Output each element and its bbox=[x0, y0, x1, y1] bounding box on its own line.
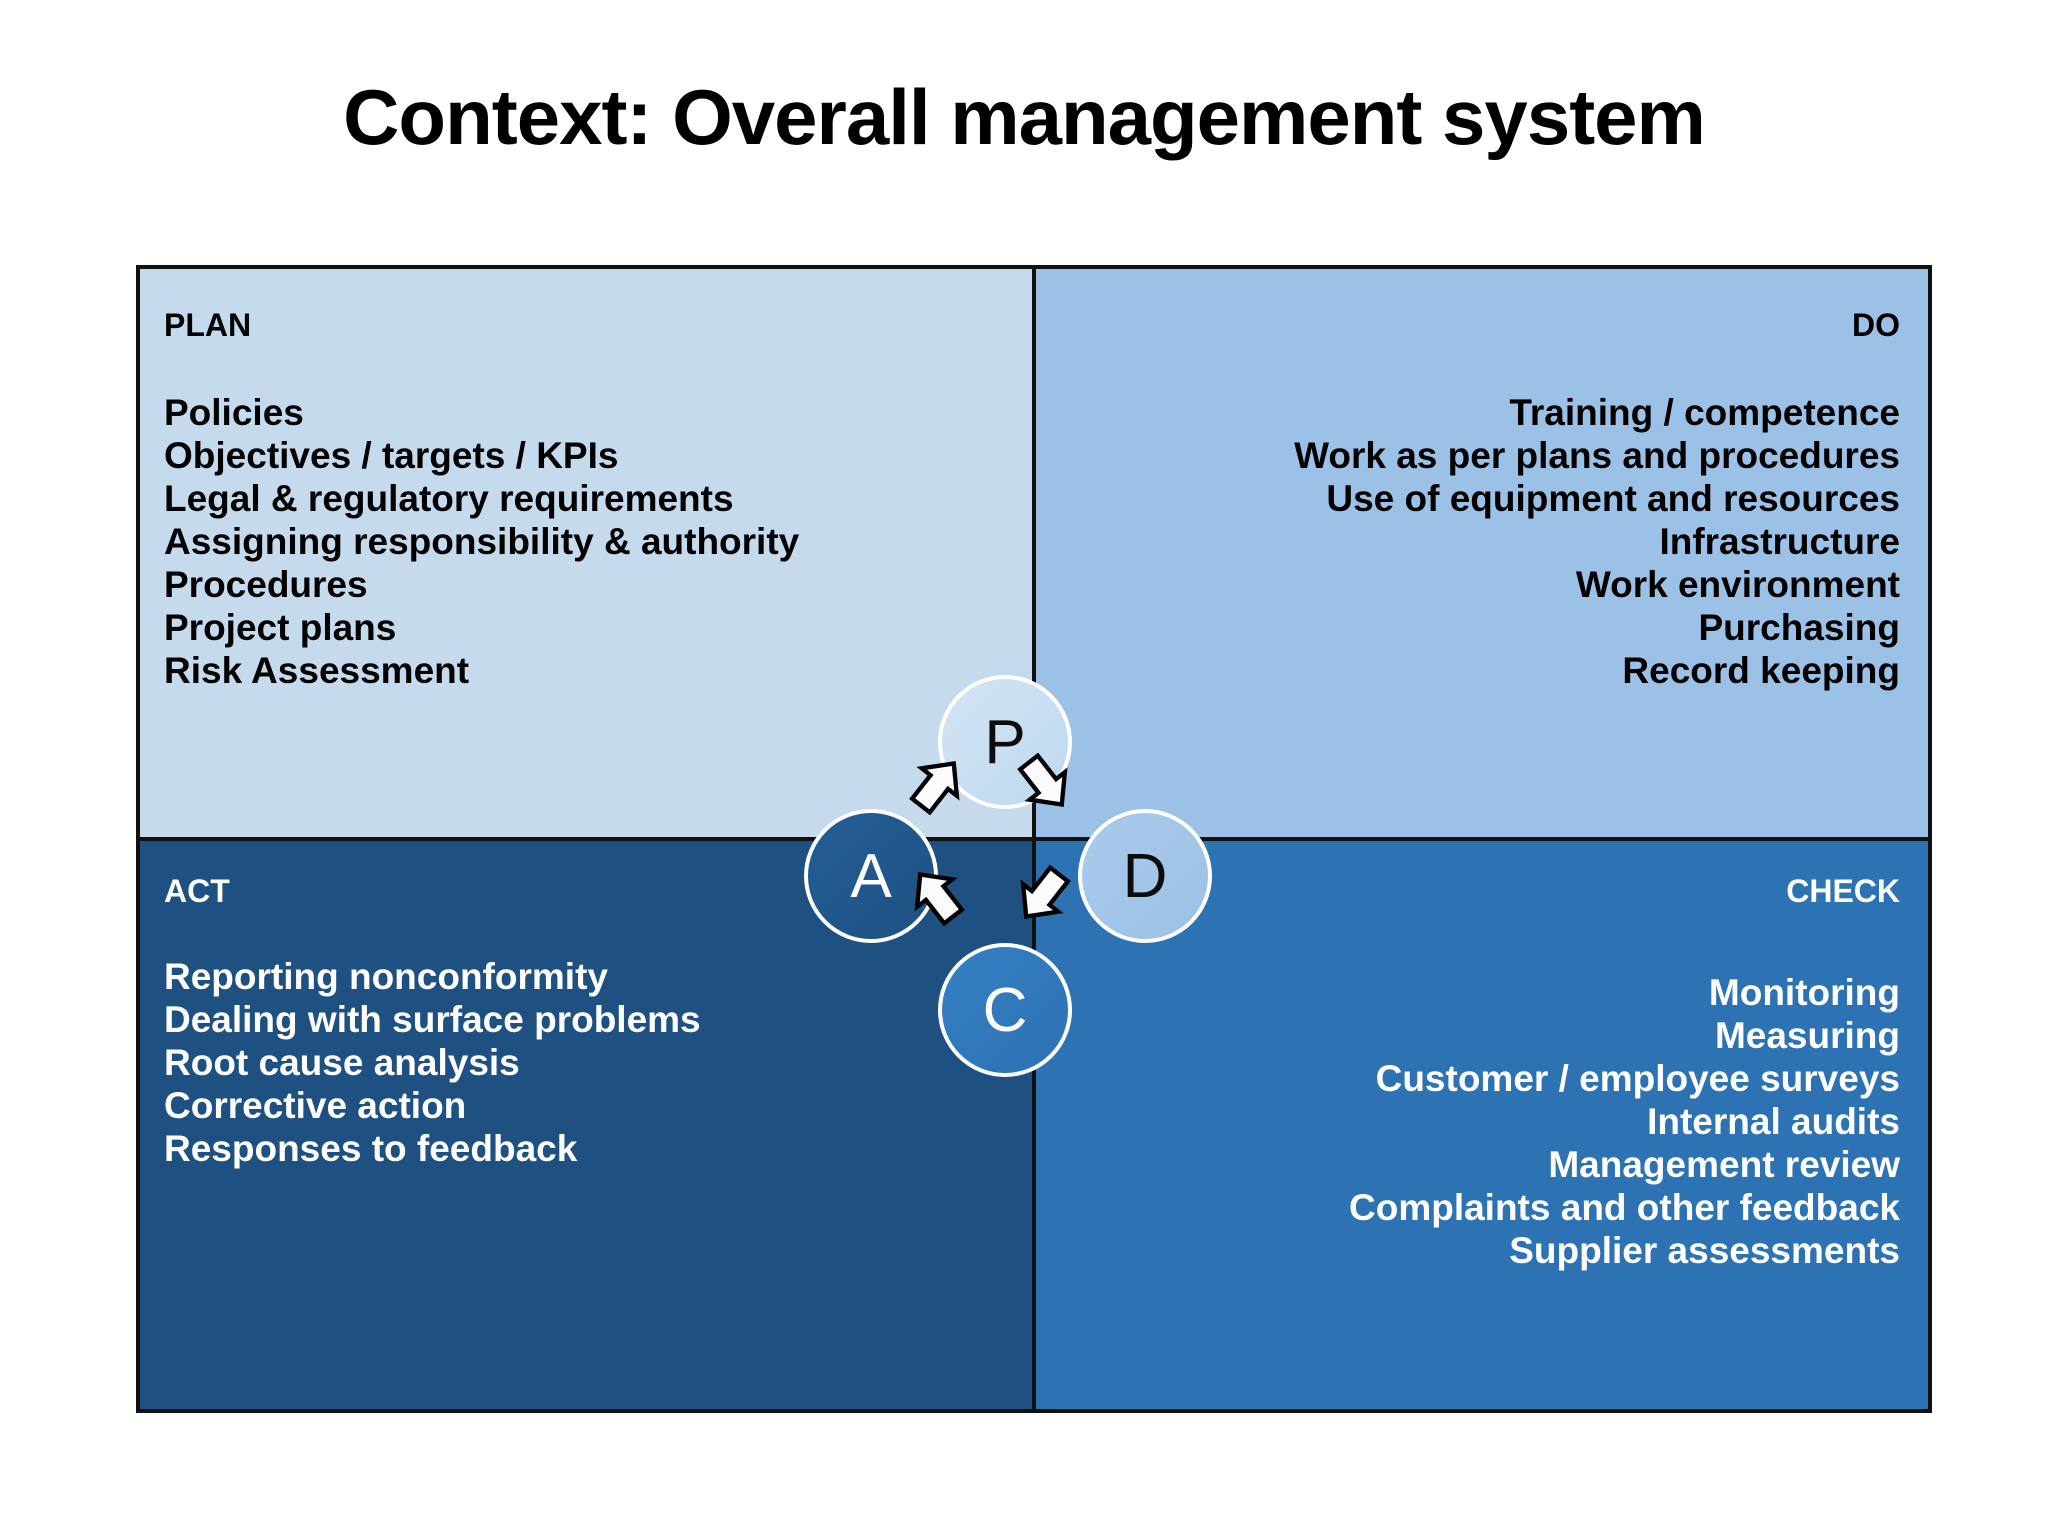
list-item: Dealing with surface problems bbox=[164, 999, 701, 1040]
quadrant-do: DO Training / competence Work as per pla… bbox=[1034, 269, 1928, 839]
quadrant-check: CHECK Monitoring Measuring Customer / em… bbox=[1034, 839, 1928, 1409]
list-item: Measuring bbox=[1714, 1015, 1900, 1056]
pdca-node-do-label: D bbox=[1122, 841, 1168, 911]
list-item: Customer / employee surveys bbox=[1375, 1058, 1900, 1099]
list-item: Infrastructure bbox=[1659, 521, 1900, 562]
list-item: Training / competence bbox=[1509, 392, 1900, 433]
quadrant-plan-list: Policies Objectives / targets / KPIs Leg… bbox=[164, 391, 799, 692]
cycle-arrow-act-to-plan bbox=[906, 754, 968, 821]
page-title: Context: Overall management system bbox=[343, 73, 1706, 161]
quadrant-check-list: Monitoring Measuring Customer / employee… bbox=[1349, 971, 1900, 1272]
quadrant-plan: PLAN Policies Objectives / targets / KPI… bbox=[140, 269, 1034, 839]
list-item: Work environment bbox=[1575, 564, 1900, 605]
list-item: Root cause analysis bbox=[164, 1042, 520, 1083]
list-item: Monitoring bbox=[1708, 972, 1900, 1013]
list-item: Record keeping bbox=[1622, 650, 1900, 691]
pdca-node-do[interactable]: D bbox=[1078, 809, 1212, 943]
quadrant-act-list: Reporting nonconformity Dealing with sur… bbox=[164, 955, 701, 1170]
list-item: Work as per plans and procedures bbox=[1294, 435, 1900, 476]
list-item: Reporting nonconformity bbox=[164, 956, 608, 997]
list-item: Legal & regulatory requirements bbox=[164, 478, 734, 519]
quadrant-do-list: Training / competence Work as per plans … bbox=[1294, 391, 1900, 692]
pdca-matrix: PLAN Policies Objectives / targets / KPI… bbox=[136, 265, 1932, 1413]
list-item: Complaints and other feedback bbox=[1349, 1187, 1900, 1228]
quadrant-do-heading: DO bbox=[1852, 307, 1900, 343]
quadrant-plan-heading: PLAN bbox=[164, 307, 252, 343]
pdca-node-check-label: C bbox=[982, 975, 1028, 1045]
pdca-node-check[interactable]: C bbox=[938, 943, 1072, 1077]
list-item: Risk Assessment bbox=[164, 650, 470, 691]
pdca-cycle: P D C A bbox=[140, 269, 1936, 1417]
list-item: Project plans bbox=[164, 607, 397, 648]
pdca-node-act[interactable]: A bbox=[804, 809, 938, 943]
quadrant-check-heading: CHECK bbox=[1786, 873, 1900, 909]
list-item: Corrective action bbox=[164, 1085, 467, 1126]
pdca-node-plan-label: P bbox=[984, 707, 1026, 777]
list-item: Internal audits bbox=[1647, 1101, 1900, 1142]
list-item: Responses to feedback bbox=[164, 1128, 578, 1169]
pdca-node-act-label: A bbox=[850, 841, 892, 911]
list-item: Supplier assessments bbox=[1509, 1230, 1900, 1271]
list-item: Objectives / targets / KPIs bbox=[164, 435, 619, 476]
list-item: Management review bbox=[1548, 1144, 1900, 1185]
quadrant-act-heading: ACT bbox=[164, 873, 230, 909]
list-item: Assigning responsibility & authority bbox=[164, 521, 800, 562]
list-item: Policies bbox=[164, 392, 304, 433]
cycle-arrow-check-to-act bbox=[906, 865, 968, 932]
cycle-arrow-plan-to-do bbox=[1014, 752, 1076, 819]
list-item: Purchasing bbox=[1698, 607, 1901, 648]
cycle-arrow-do-to-check bbox=[1012, 864, 1074, 931]
list-item: Use of equipment and resources bbox=[1326, 478, 1900, 519]
list-item: Procedures bbox=[164, 564, 368, 605]
quadrant-divider-horizontal bbox=[140, 837, 1928, 841]
